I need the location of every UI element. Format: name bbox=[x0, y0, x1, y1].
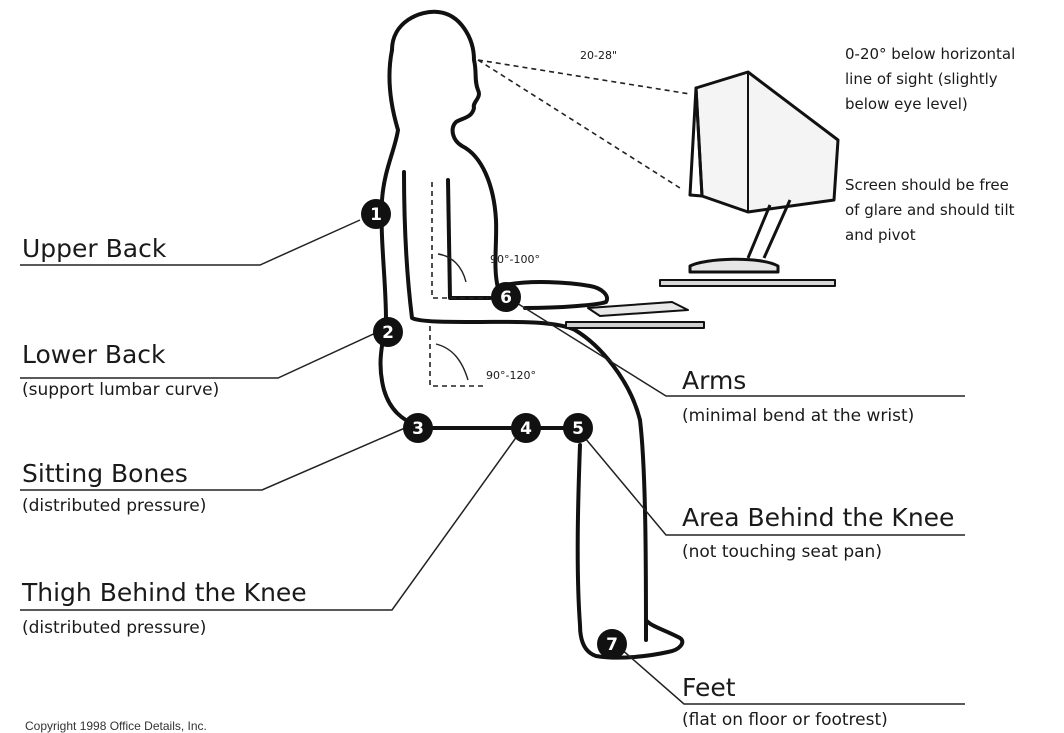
monitor-angle-line-3: below eye level) bbox=[845, 92, 1015, 117]
screen-note-line-2: of glare and should tilt bbox=[845, 198, 1015, 223]
marker-1: 1 bbox=[361, 199, 391, 229]
svg-text:2: 2 bbox=[382, 323, 394, 343]
label-area-knee-title: Area Behind the Knee bbox=[682, 505, 954, 530]
label-sitting-bones-subtitle: (distributed pressure) bbox=[22, 498, 206, 515]
label-feet-subtitle: (flat on floor or footrest) bbox=[682, 712, 888, 729]
svg-text:6: 6 bbox=[500, 288, 512, 308]
copyright-text: Copyright 1998 Office Details, Inc. bbox=[25, 720, 207, 732]
person-figure bbox=[381, 12, 683, 658]
monitor-angle-line-1: 0-20° below horizontal bbox=[845, 42, 1015, 67]
monitor-angle-line-2: line of sight (slightly bbox=[845, 67, 1015, 92]
screen-note-line-1: Screen should be free bbox=[845, 173, 1015, 198]
viewing-distance-label: 20-28" bbox=[580, 50, 617, 61]
elbow-angle-label: 90°-100° bbox=[490, 254, 540, 265]
label-lower-back-title: Lower Back bbox=[22, 342, 166, 367]
workstation bbox=[566, 72, 838, 328]
angle-guides bbox=[430, 182, 488, 386]
label-arms-subtitle: (minimal bend at the wrist) bbox=[682, 408, 914, 425]
marker-7: 7 bbox=[597, 629, 627, 659]
marker-5: 5 bbox=[563, 413, 593, 443]
monitor-angle-note: 0-20° below horizontal line of sight (sl… bbox=[845, 42, 1015, 117]
label-upper-back-title: Upper Back bbox=[22, 236, 166, 261]
svg-text:4: 4 bbox=[520, 419, 532, 439]
label-lower-back-subtitle: (support lumbar curve) bbox=[22, 382, 219, 399]
label-thigh-knee-subtitle: (distributed pressure) bbox=[22, 620, 206, 637]
svg-text:5: 5 bbox=[572, 419, 584, 439]
line-of-sight bbox=[478, 60, 690, 188]
marker-3: 3 bbox=[403, 413, 433, 443]
label-area-knee-subtitle: (not touching seat pan) bbox=[682, 544, 882, 561]
svg-text:3: 3 bbox=[412, 419, 424, 439]
marker-2: 2 bbox=[373, 317, 403, 347]
screen-note: Screen should be free of glare and shoul… bbox=[845, 173, 1015, 248]
marker-4: 4 bbox=[511, 413, 541, 443]
screen-note-line-3: and pivot bbox=[845, 223, 1015, 248]
label-sitting-bones-title: Sitting Bones bbox=[22, 461, 188, 486]
marker-6: 6 bbox=[491, 282, 521, 312]
label-thigh-knee-title: Thigh Behind the Knee bbox=[22, 580, 307, 605]
svg-text:7: 7 bbox=[606, 635, 618, 655]
label-arms-title: Arms bbox=[682, 368, 746, 393]
svg-text:1: 1 bbox=[370, 205, 382, 225]
label-feet-title: Feet bbox=[682, 675, 736, 700]
hip-angle-label: 90°-120° bbox=[486, 370, 536, 381]
